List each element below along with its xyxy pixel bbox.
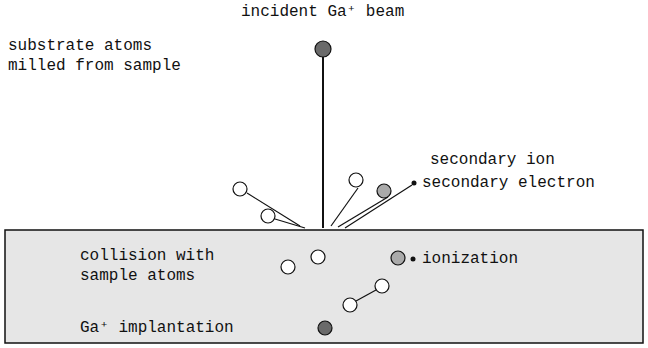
collision-label: collision with sample atoms bbox=[80, 246, 230, 286]
secondary-electron-label: secondary electron bbox=[422, 173, 595, 193]
implantation-label: Ga⁺ implantation bbox=[80, 318, 234, 338]
secondary-ion-label: secondary ion bbox=[430, 150, 555, 170]
sample-substrate bbox=[5, 230, 643, 343]
trajectories bbox=[247, 185, 412, 301]
ionization-label: ionization bbox=[422, 249, 518, 269]
beam-line bbox=[322, 57, 324, 228]
ga-ion bbox=[315, 41, 331, 57]
beam-label: incident Ga⁺ beam bbox=[241, 2, 404, 22]
atoms bbox=[233, 173, 405, 335]
ejected-atoms-label: substrate atoms milled from sample bbox=[8, 36, 190, 76]
electron-dot bbox=[411, 257, 416, 262]
electron-dot bbox=[412, 181, 417, 186]
